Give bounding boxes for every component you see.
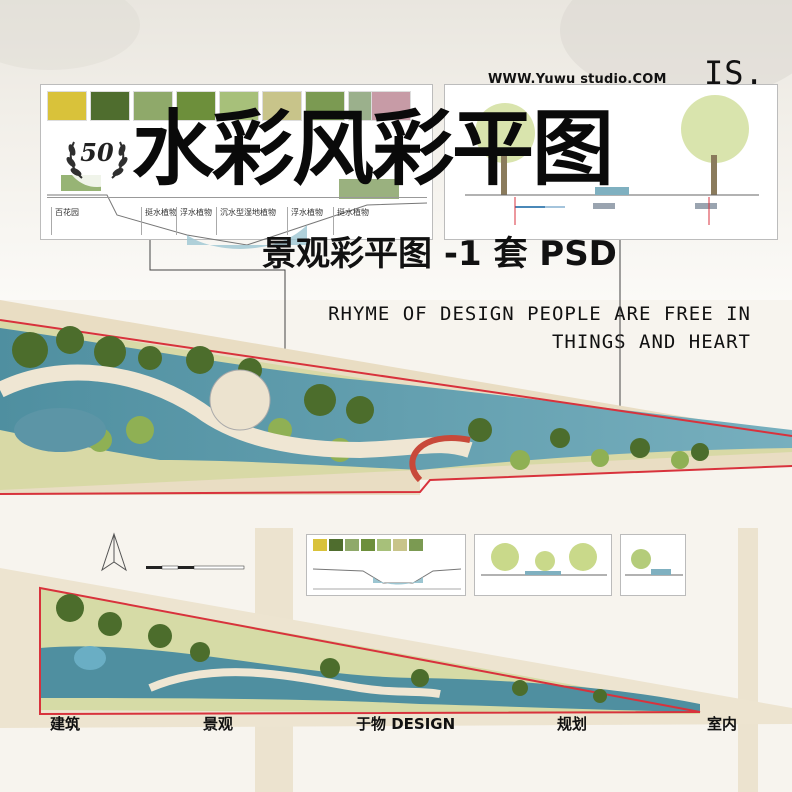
plant-swatch xyxy=(176,91,216,121)
mini-section-drawing xyxy=(313,568,461,590)
site-plan-upper xyxy=(0,300,792,495)
badge-number: 50 xyxy=(80,138,114,167)
sub-title: 景观彩平图 -1 套 PSD xyxy=(262,234,617,274)
mini-detail-panel xyxy=(620,534,686,596)
section-label: 百花园 xyxy=(51,207,109,235)
tagline: RHYME OF DESIGN PEOPLE ARE FREE IN THING… xyxy=(328,303,751,353)
plant-swatch xyxy=(409,539,423,551)
plant-swatch xyxy=(393,539,407,551)
plant-swatch xyxy=(219,91,259,121)
plant-swatch xyxy=(329,539,343,551)
elevation-drawing xyxy=(465,95,759,225)
plant-swatch xyxy=(371,91,411,121)
laurel-icon xyxy=(65,123,129,187)
plant-swatch xyxy=(361,539,375,551)
plant-swatch xyxy=(133,91,173,121)
elevation-reference-panel xyxy=(444,84,778,240)
category-label-landscape: 景观 xyxy=(203,715,234,733)
section-label: 沉水型湿地植物 xyxy=(216,207,286,235)
north-arrow-and-scale xyxy=(101,532,245,572)
mini-elevation-panel xyxy=(474,534,612,596)
section-label: 浮水植物 xyxy=(287,207,331,235)
mini-detail-drawing xyxy=(625,549,683,576)
category-label-planning: 规划 xyxy=(557,715,588,733)
category-label-architecture: 建筑 xyxy=(50,715,81,733)
plant-swatch xyxy=(345,539,359,551)
plant-swatch xyxy=(313,539,327,551)
studio-mark: IS. xyxy=(704,54,765,92)
laurel-badge: 50 xyxy=(62,120,132,190)
studio-url: WWW.Yuwu studio.COM xyxy=(488,72,667,87)
main-title: 水彩风彩平图 xyxy=(132,102,614,197)
section-label: 挺水植物 xyxy=(333,207,377,235)
plant-swatch xyxy=(47,91,87,121)
mini-elevation-drawing xyxy=(481,543,607,576)
plant-swatch xyxy=(305,91,345,121)
mini-swatch-row xyxy=(313,539,423,551)
plant-swatch xyxy=(377,539,391,551)
mini-section-panel xyxy=(306,534,466,596)
section-label: 浮水植物 xyxy=(176,207,214,235)
plant-swatch xyxy=(262,91,302,121)
category-label-design: 于物 DESIGN xyxy=(356,715,456,733)
plant-swatch-row xyxy=(47,91,388,121)
site-plan-lower xyxy=(0,528,792,792)
plant-reference-panel: 百花园 挺水植物 浮水植物 沉水型湿地植物 浮水植物 挺水植物 xyxy=(40,84,433,249)
section-label: 挺水植物 xyxy=(141,207,185,235)
section-divider xyxy=(47,197,427,198)
plant-swatch xyxy=(90,91,130,121)
category-label-interior: 室内 xyxy=(707,715,738,733)
